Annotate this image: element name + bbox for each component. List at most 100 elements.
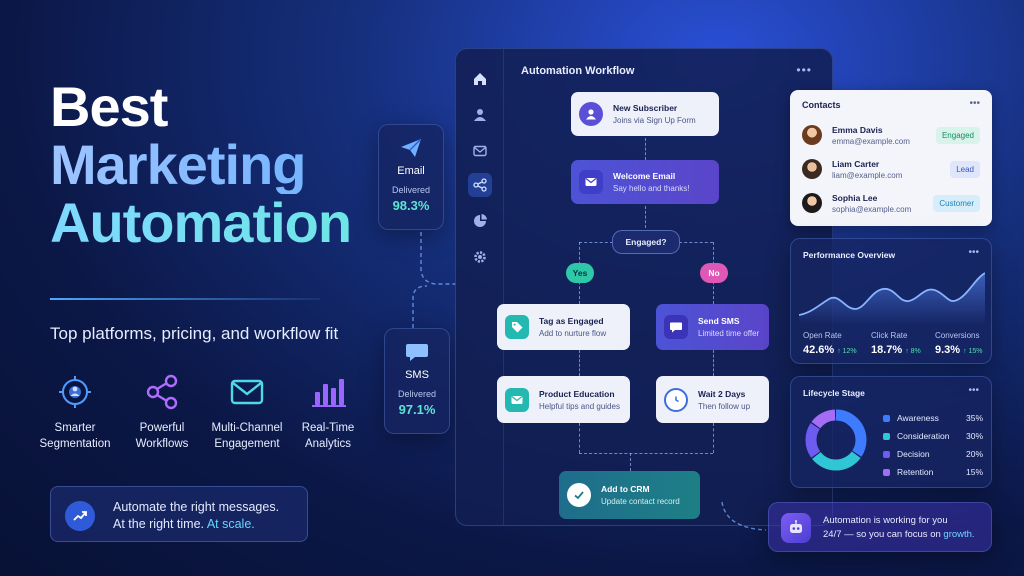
user-icon[interactable]: [468, 103, 492, 127]
envelope-icon: [225, 372, 269, 412]
node-subtitle: Then follow up: [698, 401, 751, 411]
branch-yes: Yes: [566, 263, 594, 283]
feature-analytics: Real-Time Analytics: [288, 372, 368, 452]
node-subtitle: Joins via Sign Up Form: [613, 116, 696, 125]
robot-icon: [781, 513, 811, 543]
node-welcome-email[interactable]: Welcome Email Say hello and thanks!: [571, 160, 719, 204]
channel-value: 97.1%: [398, 402, 436, 417]
node-title: Add to CRM: [601, 484, 650, 494]
hero-title-line1: Best: [50, 75, 168, 138]
node-tag-engaged[interactable]: Tag as Engaged Add to nurture flow: [497, 304, 630, 350]
tag-icon: [505, 315, 529, 339]
lifecycle-title: Lifecycle Stage: [803, 388, 865, 398]
status-badge: Engaged: [935, 126, 980, 144]
feature-label: Multi-Channel Engagement: [211, 422, 283, 450]
lifecycle-donut: [805, 409, 867, 471]
channel-caption: Delivered: [397, 389, 437, 399]
envelope-icon: [579, 170, 603, 194]
tagline-box: Automate the right messages. At the righ…: [50, 486, 308, 542]
mail-icon[interactable]: [468, 139, 492, 163]
envelope-icon: [505, 387, 529, 412]
contact-row[interactable]: Liam Carter liam@example.com Lead: [802, 152, 980, 186]
automation-status-banner: Automation is working for you 24/7 — so …: [768, 502, 992, 552]
hero-subtitle: Top platforms, pricing, and workflow fit: [50, 324, 339, 343]
workflow-nav-icon[interactable]: [468, 173, 492, 197]
performance-title: Performance Overview: [803, 250, 896, 260]
chat-bubble-icon: [385, 339, 449, 365]
legend-swatch: [883, 450, 890, 458]
connector: [645, 206, 646, 228]
hero-divider: [50, 298, 320, 300]
paper-plane-icon: [379, 135, 443, 161]
channel-caption: Delivered: [391, 185, 431, 195]
avatar: [802, 193, 822, 213]
node-add-crm[interactable]: Add to CRM Update contact record: [559, 471, 700, 519]
node-title: New Subscriber: [613, 103, 678, 113]
gear-icon[interactable]: [468, 245, 492, 269]
workflow-sidebar: [456, 49, 504, 525]
channel-label: Email: [397, 165, 425, 177]
channel-connector: [412, 232, 457, 328]
check-icon: [567, 483, 591, 507]
feature-label: Real-Time Analytics: [301, 422, 355, 450]
donut-slice-awareness: [805, 409, 867, 471]
connector: [713, 350, 714, 376]
chat-bubble-icon: [664, 315, 688, 339]
node-product-education[interactable]: Product Education Helpful tips and guide…: [497, 376, 630, 423]
feature-label: Smarter Segmentation: [39, 422, 111, 450]
hero-title-line2: Marketing: [50, 136, 351, 194]
status-badge: Lead: [950, 160, 980, 178]
decision-engaged[interactable]: Engaged?: [612, 230, 680, 254]
feature-segmentation: Smarter Segmentation: [35, 372, 115, 452]
connector: [645, 138, 646, 160]
hero-title-line3: Automation: [50, 191, 352, 254]
contact-row[interactable]: Sophia Lee sophia@example.com Customer: [802, 186, 980, 220]
performance-card: Performance Overview ••• Open Rate 42.6%…: [790, 238, 992, 364]
legend-swatch: [883, 468, 890, 476]
node-send-sms[interactable]: Send SMS Limited time offer: [656, 304, 769, 350]
tagline-text: Automate the right messages. At the righ…: [113, 500, 280, 531]
contacts-card: Contacts ••• Emma Davis emma@example.com…: [790, 90, 992, 226]
pie-chart-icon[interactable]: [468, 209, 492, 233]
hero-title: Best Marketing Automation: [50, 75, 352, 254]
lifecycle-menu-icon[interactable]: •••: [968, 385, 979, 396]
workflow-icon: [140, 372, 184, 412]
stat-open-rate: Open Rate 42.6%↑ 12%: [803, 331, 857, 356]
legend-row: Retention 15%: [883, 465, 983, 479]
bar-chart-icon: [306, 372, 350, 412]
performance-sparkline: [799, 272, 985, 325]
performance-menu-icon[interactable]: •••: [968, 247, 979, 258]
donut-slice-consideration: [805, 409, 867, 471]
node-title: Tag as Engaged: [539, 316, 604, 326]
node-subtitle: Add to nurture flow: [539, 329, 607, 338]
legend-swatch: [883, 414, 890, 422]
contacts-title: Contacts: [802, 100, 841, 110]
connector: [579, 242, 613, 243]
connector: [579, 423, 580, 453]
email-channel-card[interactable]: Email Delivered 98.3%: [378, 124, 444, 230]
connector: [579, 453, 713, 454]
node-new-subscriber[interactable]: New Subscriber Joins via Sign Up Form: [571, 92, 719, 136]
legend-row: Consideration 30%: [883, 429, 983, 443]
status-badge: Customer: [933, 194, 980, 212]
banner-text: Automation is working for you 24/7 — so …: [823, 515, 975, 540]
node-subtitle: Update contact record: [601, 497, 680, 506]
channel-label: SMS: [405, 369, 429, 381]
connector: [713, 423, 714, 453]
legend-swatch: [883, 432, 890, 440]
feature-label: Powerful Workflows: [135, 422, 189, 450]
sms-channel-card[interactable]: SMS Delivered 97.1%: [384, 328, 450, 434]
lifecycle-card: Lifecycle Stage ••• Awareness 35% Consid…: [790, 376, 992, 488]
contact-row[interactable]: Emma Davis emma@example.com Engaged: [802, 118, 980, 152]
connector: [679, 242, 713, 243]
connector: [630, 453, 631, 471]
node-title: Wait 2 Days: [698, 388, 746, 399]
contacts-menu-icon[interactable]: •••: [969, 98, 980, 109]
avatar: [802, 159, 822, 179]
avatar: [802, 125, 822, 145]
trending-up-icon: [65, 501, 95, 531]
node-wait[interactable]: Wait 2 Days Then follow up: [656, 376, 769, 423]
stat-conversions: Conversions 9.3%↑ 15%: [935, 331, 983, 356]
workflow-menu-icon[interactable]: •••: [796, 63, 812, 77]
home-icon[interactable]: [468, 67, 492, 91]
